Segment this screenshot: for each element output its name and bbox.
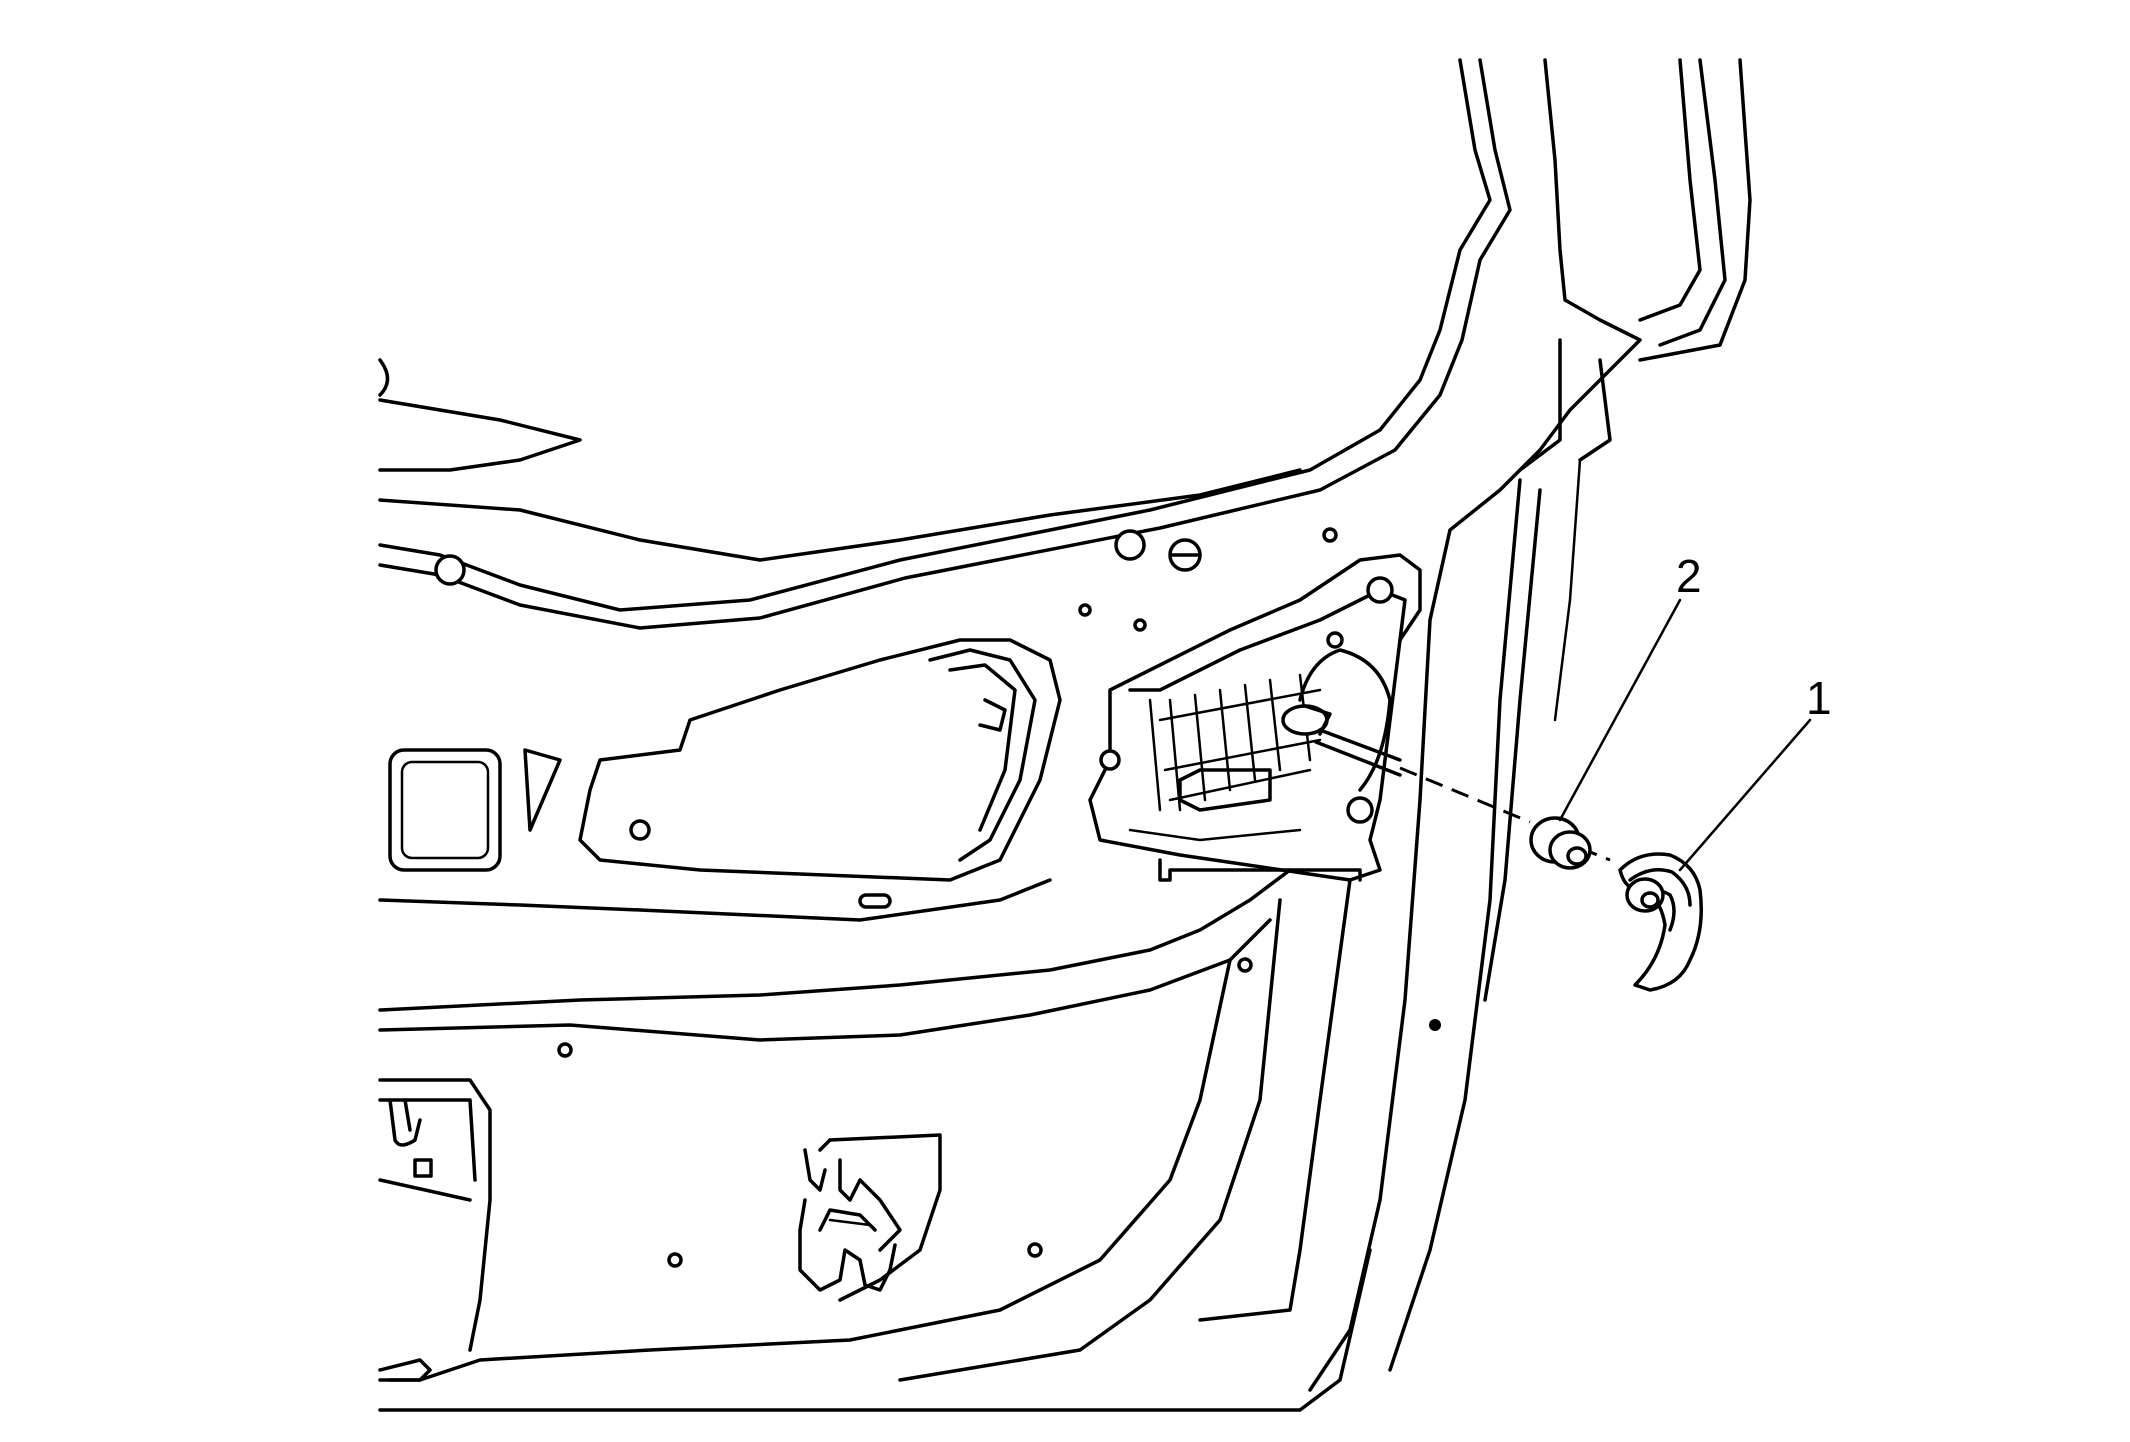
callout-label-2: 2 <box>1676 550 1702 602</box>
leader-line-1 <box>1678 718 1812 872</box>
latch-bracket <box>798 1133 942 1302</box>
lower-panel <box>378 868 1441 1412</box>
callout-leaders <box>1558 598 1812 872</box>
leader-line-2 <box>1558 598 1682 822</box>
callout-label-1: 1 <box>1806 672 1832 724</box>
speaker-opening <box>578 638 1062 882</box>
upper-panel <box>378 358 1338 632</box>
part-1-grommet <box>1618 852 1703 992</box>
part-2-bushing <box>1529 816 1592 870</box>
window-regulator-module <box>1088 553 1422 882</box>
door-frame <box>378 58 1752 1392</box>
panel-cutouts <box>378 748 1052 922</box>
